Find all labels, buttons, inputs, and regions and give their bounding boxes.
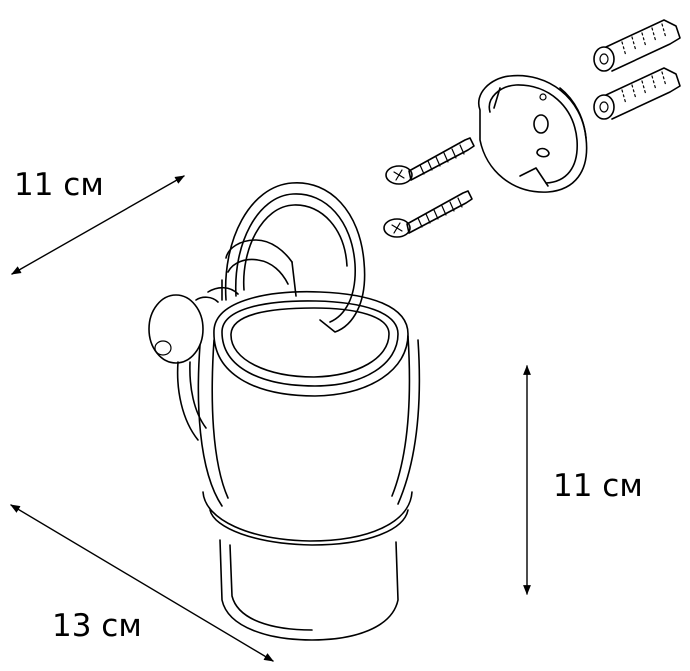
tumbler: [197, 290, 421, 641]
width-dimension-label: 13 см: [52, 608, 142, 644]
wall-plug-lower: [593, 67, 681, 120]
width-arrow: [10, 504, 274, 662]
screw-lower: [383, 190, 473, 238]
ball-knob: [148, 294, 204, 364]
depth-dimension-label: 11 см: [14, 167, 104, 203]
holder-arm: [148, 286, 239, 441]
height-dimension-label: 11 см: [553, 468, 643, 504]
depth-arrow: [11, 175, 185, 275]
screw-upper: [385, 137, 475, 185]
wall-plug-upper: [593, 19, 681, 72]
wall-mount-plate: [477, 74, 588, 193]
holder-rosette: [221, 182, 366, 333]
